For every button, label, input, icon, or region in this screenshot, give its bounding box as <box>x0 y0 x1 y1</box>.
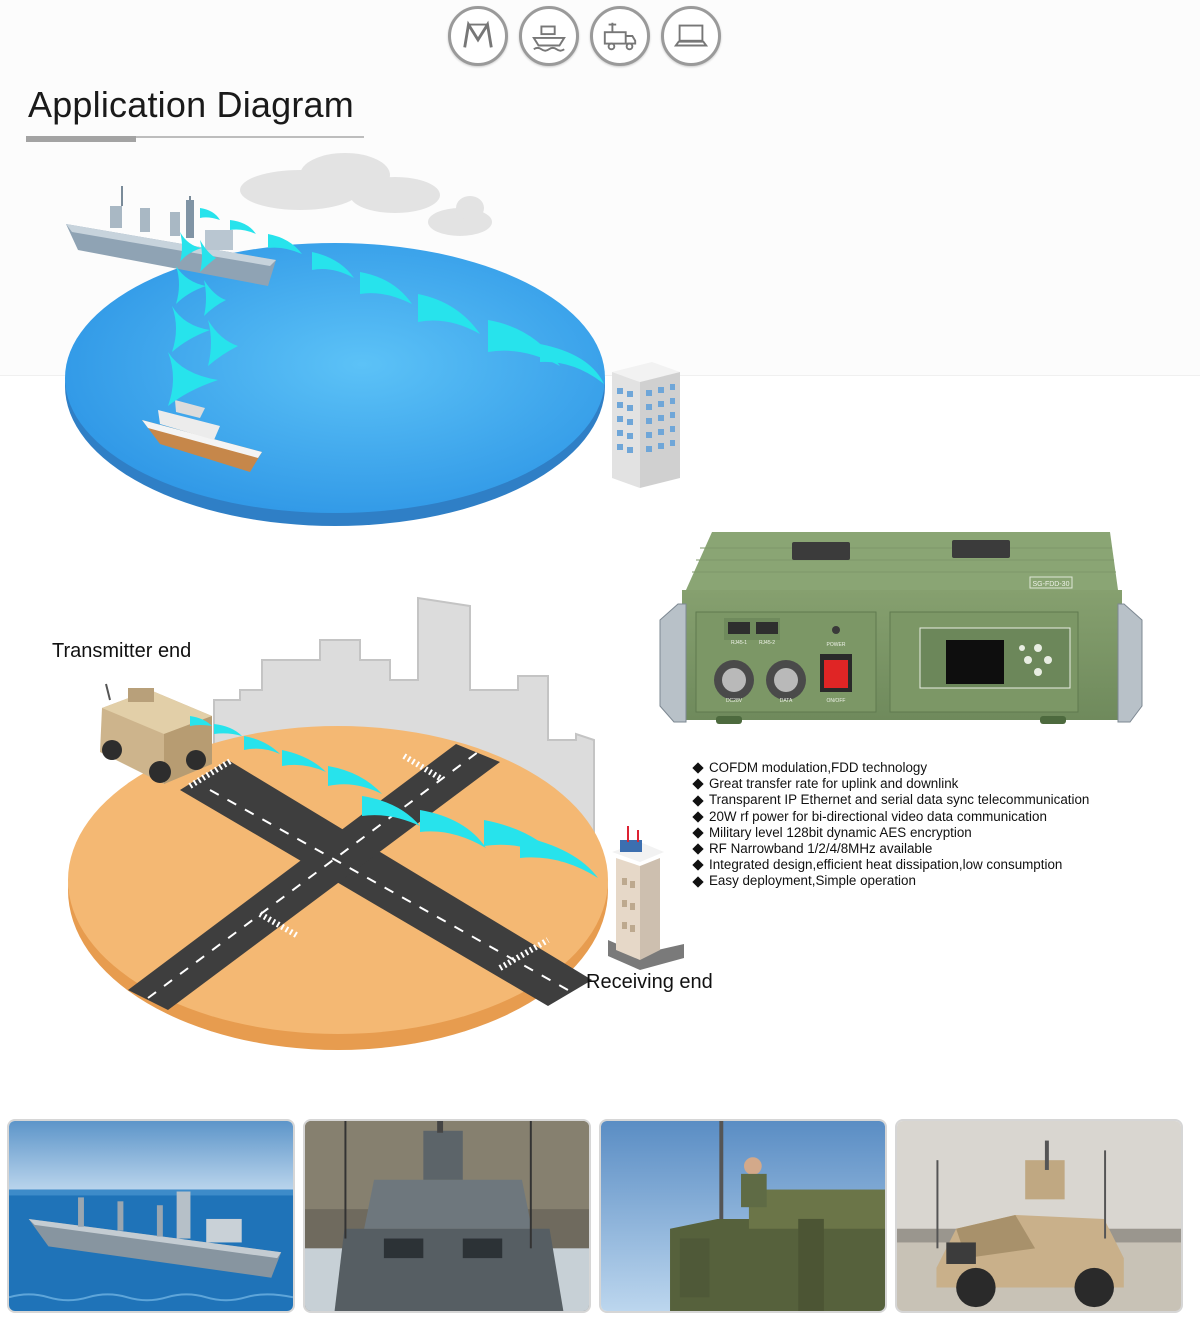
feature-text: Military level 128bit dynamic AES encryp… <box>709 824 972 840</box>
feature-item: Integrated design,efficient heat dissipa… <box>692 857 1089 873</box>
navy-ship-illustration <box>66 186 276 286</box>
feature-item: Transparent IP Ethernet and serial data … <box>692 792 1089 808</box>
diamond-bullet-icon <box>692 794 704 807</box>
diamond-bullet-icon <box>692 859 704 871</box>
yacht-illustration <box>142 400 262 472</box>
switch-label: ON/OFF <box>827 698 846 704</box>
diamond-bullet-icon <box>692 778 704 790</box>
sea-disc <box>65 243 605 526</box>
logo-icon[interactable] <box>448 6 508 66</box>
feature-item: Military level 128bit dynamic AES encryp… <box>692 825 1089 841</box>
receiving-tower-illustration <box>608 826 684 970</box>
title-underline <box>26 136 364 138</box>
office-building-illustration <box>612 362 680 488</box>
military-vehicle-photo[interactable] <box>895 1119 1183 1313</box>
diamond-bullet-icon <box>692 843 704 855</box>
feature-text: Great transfer rate for uplink and downl… <box>709 776 959 792</box>
clouds <box>240 153 492 236</box>
feature-text: 20W rf power for bi-directional video da… <box>709 808 1047 824</box>
application-scene: SG-FDD-30 RJ45-1 RJ45-2 POWER DC28V DATA… <box>65 153 1143 1050</box>
feature-item: Easy deployment,Simple operation <box>692 873 1089 889</box>
port1-label: RJ45-1 <box>731 640 747 646</box>
soldier-shelter-photo[interactable] <box>599 1119 887 1313</box>
diamond-bullet-icon <box>692 875 704 888</box>
feature-text: Integrated design,efficient heat dissipa… <box>709 857 1063 873</box>
feature-item: RF Narrowband 1/2/4/8MHz available <box>692 841 1089 857</box>
navy-ship-photo[interactable] <box>7 1119 295 1313</box>
patrol-boat-photo[interactable] <box>303 1119 591 1313</box>
page-title: Application Diagram <box>28 84 354 125</box>
transmitter-end-label: Transmitter end <box>52 640 192 662</box>
fdd-radio-device: SG-FDD-30 RJ45-1 RJ45-2 POWER DC28V DATA… <box>659 532 1143 724</box>
vehicle-icon[interactable] <box>590 6 650 66</box>
power-led-label: POWER <box>827 642 846 648</box>
photo-strip <box>7 1119 1187 1315</box>
feature-list: COFDM modulation,FDD technology Great tr… <box>692 760 1089 890</box>
ground-signal-waves <box>190 716 598 878</box>
feature-item: Great transfer rate for uplink and downl… <box>692 776 1089 792</box>
diamond-bullet-icon <box>692 762 704 774</box>
receiving-end-label: Receiving end <box>586 971 713 993</box>
port2-label: RJ45-2 <box>759 640 775 646</box>
data-port-label: DATA <box>780 698 793 704</box>
device-model-label: SG-FDD-30 <box>1033 581 1070 588</box>
ship-icon[interactable] <box>519 6 579 66</box>
laptop-icon[interactable] <box>661 6 721 66</box>
feature-text: RF Narrowband 1/2/4/8MHz available <box>709 841 933 857</box>
feature-text: COFDM modulation,FDD technology <box>709 760 928 775</box>
diamond-bullet-icon <box>692 827 704 839</box>
armored-vehicle-illustration <box>100 683 212 784</box>
top-icon-row <box>448 6 721 66</box>
ground-disc <box>68 726 608 1050</box>
sea-signal-vertical <box>168 232 238 406</box>
diamond-bullet-icon <box>692 811 704 823</box>
feature-text: Easy deployment,Simple operation <box>709 873 916 889</box>
feature-item: 20W rf power for bi-directional video da… <box>692 809 1089 825</box>
feature-item: COFDM modulation,FDD technology <box>692 760 1089 776</box>
title-underline-accent <box>26 136 136 142</box>
feature-text: Transparent IP Ethernet and serial data … <box>709 792 1090 808</box>
dc-port-label: DC28V <box>726 698 743 704</box>
sea-signal-horizontal <box>200 208 604 384</box>
